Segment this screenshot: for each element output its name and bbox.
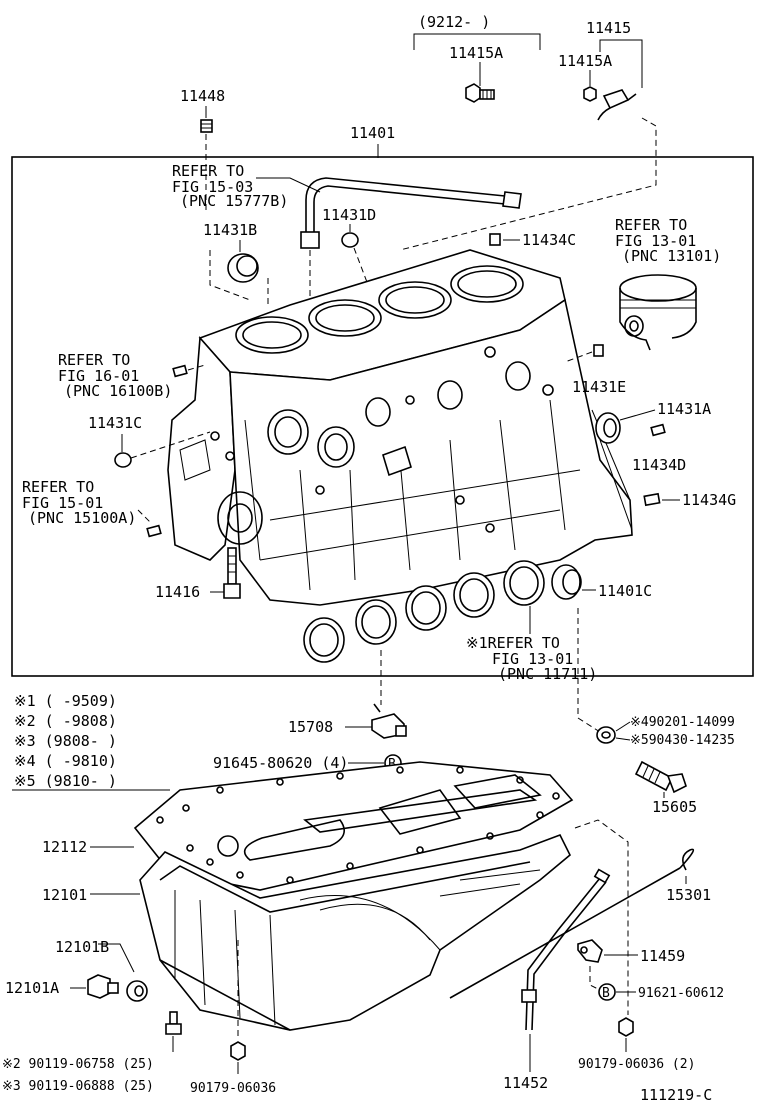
gasket-90430	[596, 726, 616, 744]
label-11416[interactable]: 11416	[155, 583, 200, 601]
plug-11431B	[227, 253, 259, 283]
pin-11434D	[650, 423, 666, 437]
bolt-11416	[223, 547, 241, 599]
label-11431C[interactable]: 11431C	[88, 414, 142, 432]
label-12101A[interactable]: 12101A	[5, 979, 59, 997]
pin-11434G	[643, 492, 661, 507]
piston	[619, 274, 697, 351]
diagram-id: 111219-C	[640, 1086, 712, 1104]
bracket-9212	[413, 33, 541, 50]
label-11431E[interactable]: 11431E	[572, 378, 626, 396]
bolt-90119	[165, 1011, 182, 1035]
refer-fig-13-01-piston[interactable]: REFER TO FIG 13-01 (PNC 13101)	[615, 216, 721, 265]
pin-11434C	[489, 233, 501, 246]
label-11434G[interactable]: 11434G	[682, 491, 736, 509]
label-15605[interactable]: 15605	[652, 798, 697, 816]
plug-11401C	[551, 564, 582, 600]
label-90179-b[interactable]: 90179-06036 (2)	[578, 1057, 695, 1072]
label-11415[interactable]: 11415	[586, 19, 631, 37]
label-11431A[interactable]: 11431A	[657, 400, 711, 418]
svg-text:B: B	[602, 986, 610, 1001]
dowel-11431C	[114, 452, 132, 468]
label-11431D[interactable]: 11431D	[322, 206, 376, 224]
pin-refer-15-01	[146, 524, 162, 538]
refer-fig-16-01[interactable]: REFER TO FIG 16-01 (PNC 16100B)	[58, 351, 172, 400]
block-group-frame	[11, 156, 754, 677]
sensor-11415	[583, 86, 637, 121]
crankshaft-bearings	[303, 560, 545, 663]
label-11434C[interactable]: 11434C	[522, 231, 576, 249]
label-12112[interactable]: 12112	[42, 838, 87, 856]
gasket-12101B	[126, 980, 148, 1002]
label-11434D[interactable]: 11434D	[632, 456, 686, 474]
refer-fig-15-01[interactable]: REFER TO FIG 15-01 (PNC 15100A)	[22, 478, 136, 527]
seal-11431A	[595, 412, 621, 444]
notes-list: ※1 ( -9509) ※2 ( -9808) ※3 (9808- ) ※4 (…	[14, 692, 126, 790]
cylinder-block	[167, 249, 633, 606]
oil-pan-12101	[139, 833, 571, 1031]
dowel-11431D	[341, 232, 359, 248]
label-15301[interactable]: 15301	[666, 886, 711, 904]
date-range-label: (9212- )	[418, 13, 490, 31]
label-11401C[interactable]: 11401C	[598, 582, 652, 600]
label-11415A-a[interactable]: 11415A	[449, 44, 503, 62]
label-12101[interactable]: 12101	[42, 886, 87, 904]
label-90119-b[interactable]: ※3 90119-06888 (25)	[2, 1079, 154, 1094]
label-590430[interactable]: ※590430-14235	[630, 733, 735, 748]
guide-tube-11452	[521, 868, 611, 1031]
label-90119-a[interactable]: ※2 90119-06758 (25)	[2, 1057, 154, 1072]
plug-12101A	[87, 974, 119, 999]
label-11452[interactable]: 11452	[503, 1074, 548, 1092]
washer-91621: B	[598, 983, 616, 1001]
drain-plug-15605	[634, 760, 687, 794]
label-11448[interactable]: 11448	[180, 87, 225, 105]
label-12101B[interactable]: 12101B	[55, 938, 109, 956]
label-90179-a[interactable]: 90179-06036	[190, 1081, 276, 1096]
nut-90179-a	[230, 1041, 246, 1061]
nut-90179-b	[618, 1017, 634, 1037]
label-91645[interactable]: 91645-80620 (4)	[213, 754, 348, 772]
label-91621[interactable]: 91621-60612	[638, 986, 724, 1001]
label-11415A-b[interactable]: 11415A	[558, 52, 612, 70]
label-11459[interactable]: 11459	[640, 947, 685, 965]
pin-11431E	[593, 344, 604, 357]
bolt-11415A	[465, 83, 495, 103]
refer-fig-15-03[interactable]: REFER TO FIG 15-03 (PNC 15777B)	[172, 162, 288, 210]
label-11431B[interactable]: 11431B	[203, 221, 257, 239]
label-490201[interactable]: ※490201-14099	[630, 715, 735, 730]
clamp-11459	[577, 939, 603, 963]
sensor-15708	[371, 703, 407, 739]
label-15708[interactable]: 15708	[288, 718, 333, 736]
refer-fig-13-01-bearing[interactable]: ※1REFER TO FIG 13-01 (PNC 11711)	[466, 634, 597, 683]
plug-11448	[200, 119, 213, 133]
label-11401[interactable]: 11401	[350, 124, 395, 142]
pin-refer-16-01	[172, 364, 188, 378]
